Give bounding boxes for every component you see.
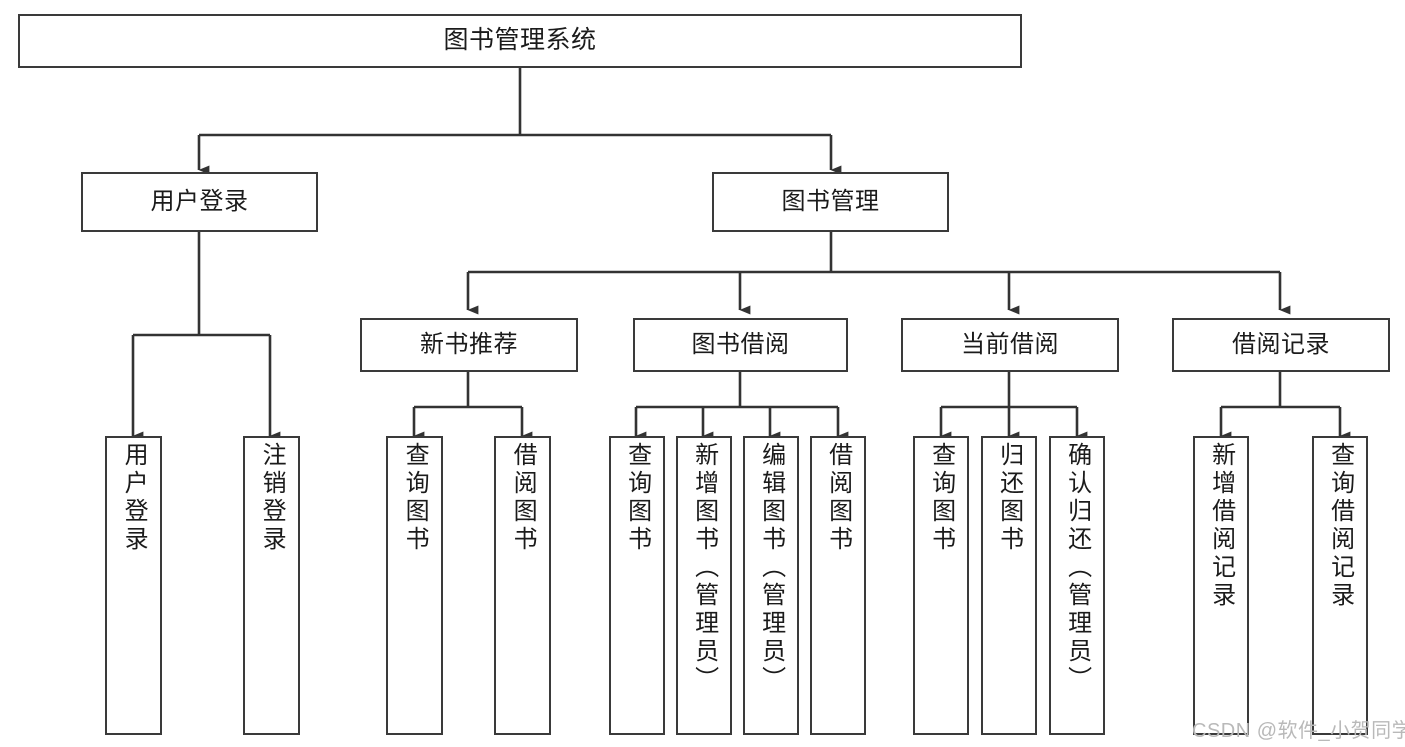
node-label: 用户登录 bbox=[120, 442, 148, 554]
node-book-borrow[interactable]: 图书借阅 bbox=[633, 318, 848, 372]
leaf-query-book-borrow[interactable]: 查询图书 bbox=[609, 436, 665, 735]
node-user-login[interactable]: 用户登录 bbox=[81, 172, 318, 232]
leaf-add-borrow-record[interactable]: 新增借阅记录 bbox=[1193, 436, 1249, 735]
node-label: 借阅图书 bbox=[509, 442, 537, 554]
node-label: 查询图书 bbox=[401, 442, 429, 554]
node-label: 注销登录 bbox=[258, 442, 286, 554]
node-borrow-record[interactable]: 借阅记录 bbox=[1172, 318, 1390, 372]
leaf-query-book-recommend[interactable]: 查询图书 bbox=[386, 436, 443, 735]
node-label: 用户登录 bbox=[150, 187, 249, 215]
node-root-book-management-system[interactable]: 图书管理系统 bbox=[18, 14, 1022, 68]
node-label: 新增借阅记录 bbox=[1207, 442, 1235, 610]
node-label: 图书借阅 bbox=[691, 330, 790, 358]
node-label: 归还图书 bbox=[995, 442, 1023, 554]
leaf-edit-book-admin[interactable]: 编辑图书（管理员） bbox=[743, 436, 799, 735]
node-book-management[interactable]: 图书管理 bbox=[712, 172, 949, 232]
node-label: 编辑图书（管理员） bbox=[757, 442, 785, 694]
node-label: 新增图书（管理员） bbox=[690, 442, 718, 694]
leaf-logout-login[interactable]: 注销登录 bbox=[243, 436, 300, 735]
node-label: 图书管理 bbox=[781, 187, 880, 215]
node-label: 确认归还（管理员） bbox=[1063, 442, 1091, 694]
node-current-borrow[interactable]: 当前借阅 bbox=[901, 318, 1119, 372]
leaf-query-book-current[interactable]: 查询图书 bbox=[913, 436, 969, 735]
node-label: 查询借阅记录 bbox=[1326, 442, 1354, 610]
leaf-borrow-book-recommend[interactable]: 借阅图书 bbox=[494, 436, 551, 735]
watermark-text: CSDN @软件_小贺同学 bbox=[1192, 720, 1405, 742]
leaf-confirm-return-admin[interactable]: 确认归还（管理员） bbox=[1049, 436, 1105, 735]
node-label: 查询图书 bbox=[927, 442, 955, 554]
node-label: 新书推荐 bbox=[420, 330, 518, 358]
node-label: 借阅记录 bbox=[1232, 330, 1330, 358]
leaf-return-book[interactable]: 归还图书 bbox=[981, 436, 1037, 735]
node-label: 图书管理系统 bbox=[443, 26, 597, 55]
leaf-borrow-book[interactable]: 借阅图书 bbox=[810, 436, 866, 735]
node-label: 借阅图书 bbox=[824, 442, 852, 554]
leaf-user-login[interactable]: 用户登录 bbox=[105, 436, 162, 735]
leaf-add-book-admin[interactable]: 新增图书（管理员） bbox=[676, 436, 732, 735]
node-label: 当前借阅 bbox=[961, 330, 1059, 358]
node-new-book-recommend[interactable]: 新书推荐 bbox=[360, 318, 578, 372]
leaf-query-borrow-record[interactable]: 查询借阅记录 bbox=[1312, 436, 1368, 735]
node-label: 查询图书 bbox=[623, 442, 651, 554]
